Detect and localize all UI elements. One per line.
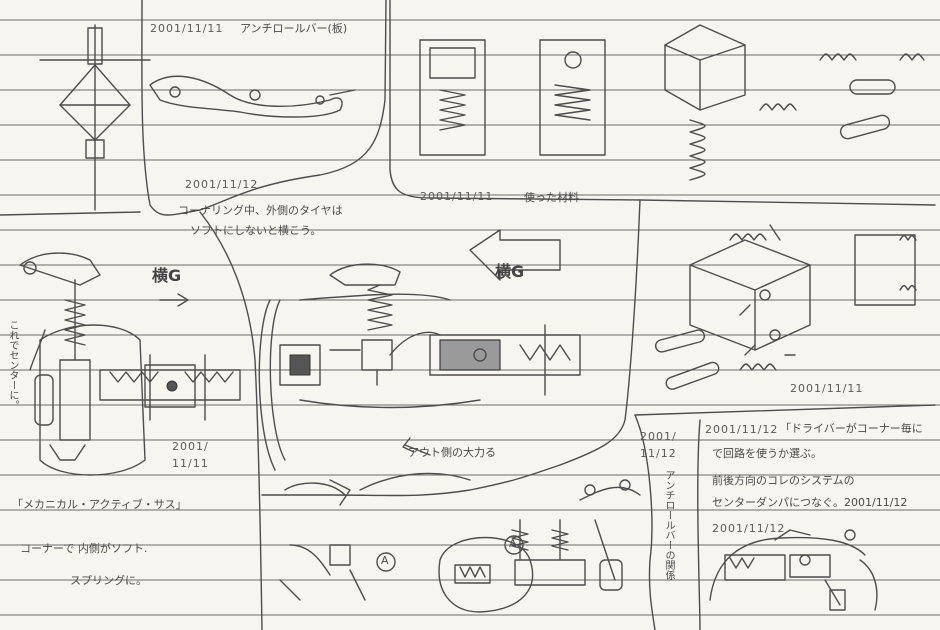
- lateral-g-left-label: 横G: [152, 266, 182, 285]
- cornering-note-line2: ソフトにしないと横こう。: [190, 224, 322, 237]
- driver-note: 「ドライバーがコーナー毎に: [780, 422, 923, 435]
- date-left-bottom-1: 2001/: [172, 440, 209, 453]
- inner-soft-note-line2: スプリングに。: [70, 574, 147, 587]
- anti-roll-relation-vertical: アンチロールバーの関係: [663, 470, 674, 580]
- center-note-vertical: これでセンターに。: [7, 320, 18, 410]
- date-left-bottom-2: 11/11: [172, 457, 209, 470]
- mechanical-active-sus-label: 「メカニカル・アクティブ・サス」: [12, 498, 187, 511]
- date-center: 2001/11/12: [185, 178, 259, 191]
- cornering-note-line1: コーナリング中、外側のタイヤは: [178, 204, 343, 217]
- date-lower-mid-1: 2001/: [640, 430, 677, 443]
- date-lower-right: 2001/11/12: [705, 423, 779, 436]
- date-top-left: 2001/11/11: [150, 22, 224, 35]
- center-diff-note: センターダンパにつなぐ。2001/11/12: [712, 496, 908, 509]
- inner-soft-note-line1: コーナーで 内側がソフト.: [20, 542, 148, 555]
- outside-input-label: アウト側の大力る: [408, 446, 496, 459]
- label-a-right: A: [509, 537, 517, 550]
- label-a-left: A: [381, 554, 389, 567]
- date-small-bottom: 2001/11/12: [712, 522, 786, 535]
- date-used-material: 2001/11/11: [420, 190, 494, 203]
- front-rear-note: 前後方向のコレのシステムの: [712, 474, 855, 487]
- date-right-block: 2001/11/11: [790, 382, 864, 395]
- date-lower-mid-2: 11/12: [640, 447, 677, 460]
- lateral-g-center-label: 横G: [495, 262, 525, 281]
- title-anti-roll-bar: アンチロールバー(板): [240, 22, 348, 35]
- used-material-label: 使った材料: [524, 191, 579, 204]
- circuit-note: で回路を使うか選ぶ。: [712, 447, 822, 460]
